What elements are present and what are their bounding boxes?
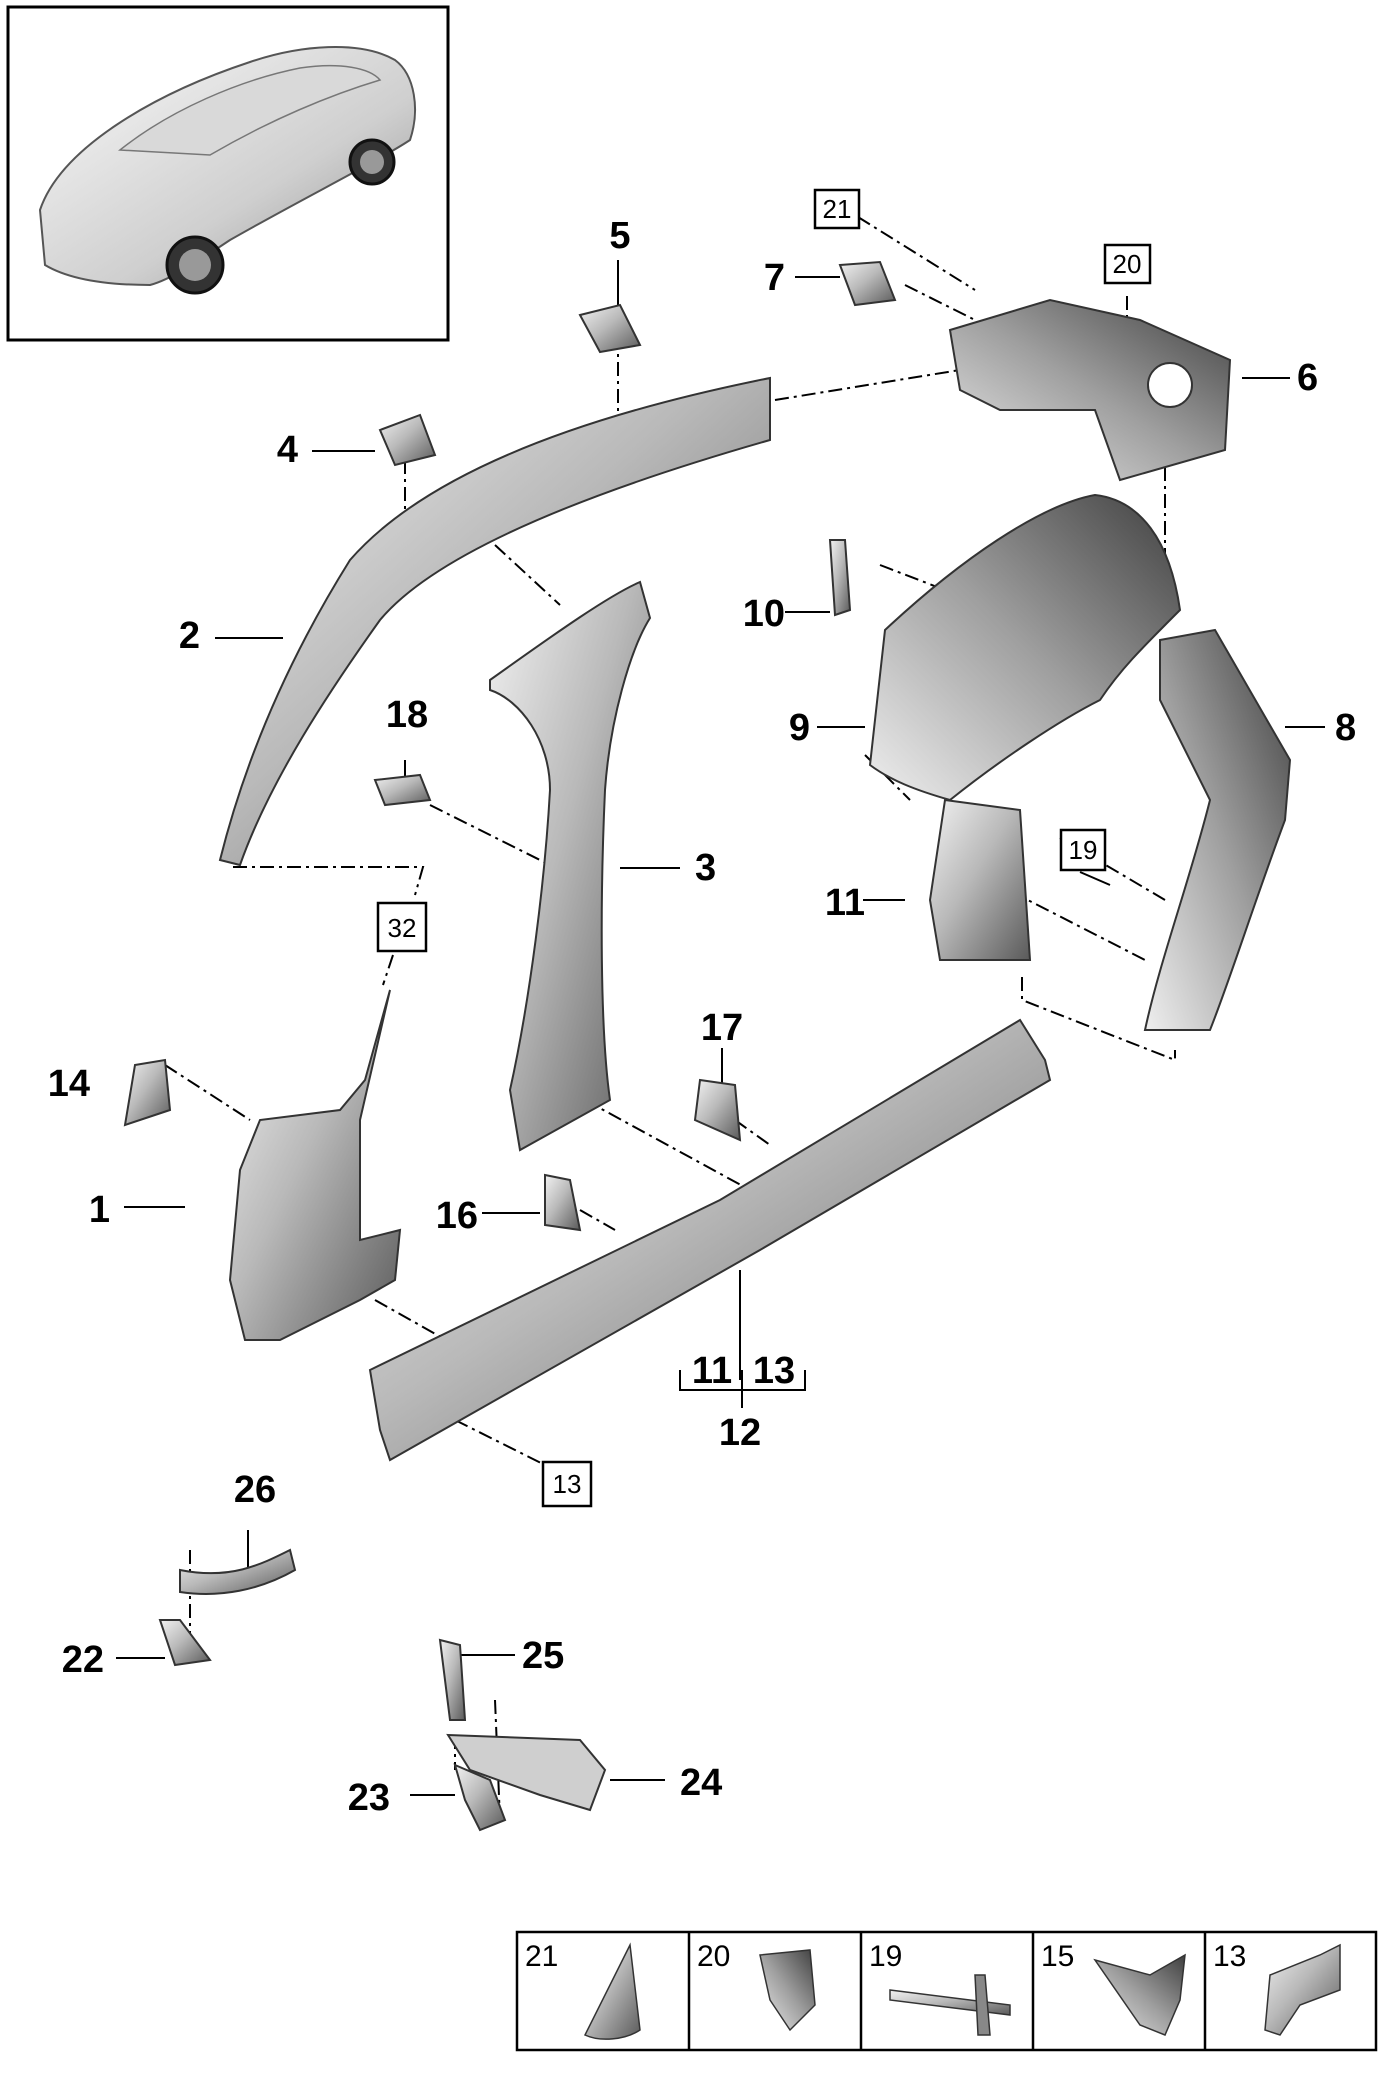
svg-text:13: 13 — [1213, 1940, 1246, 1973]
legend-cell-19: 19 — [869, 1940, 1011, 2036]
callout-23: 23 — [348, 1777, 390, 1819]
part-12-sill — [368, 1018, 1052, 1462]
ref-box-13: 13 — [541, 1460, 593, 1508]
legend-cell-20: 20 — [697, 1940, 816, 2032]
legend-cell-13: 13 — [1213, 1940, 1341, 2036]
part-5-bracket — [578, 303, 642, 354]
callout-11-group: 11 — [692, 1350, 732, 1392]
callout-18: 18 — [386, 694, 428, 736]
part-3-b-pillar — [489, 580, 652, 1152]
callout-24: 24 — [680, 1762, 722, 1804]
callout-labels: 1 2 3 4 5 6 7 8 9 10 11 11 13 12 14 16 1… — [48, 215, 1356, 1819]
svg-text:20: 20 — [697, 1940, 730, 1973]
part-26-strip — [179, 1548, 297, 1595]
part-10-strip — [828, 539, 852, 617]
callout-6: 6 — [1297, 357, 1318, 399]
callout-2: 2 — [179, 615, 200, 657]
part-1-a-pillar — [228, 989, 402, 1341]
part-16-bracket — [544, 1173, 582, 1232]
part-7-bracket — [838, 260, 897, 307]
callout-10: 10 — [743, 593, 785, 635]
svg-text:15: 15 — [1041, 1940, 1074, 1973]
ref-box-19: 19 — [1059, 828, 1107, 872]
ref-box-32: 32 — [376, 901, 428, 953]
callout-9: 9 — [789, 707, 810, 749]
part-18-bracket — [373, 773, 432, 807]
part-9-wheel-arch — [868, 493, 1182, 802]
callout-1: 1 — [89, 1189, 110, 1231]
part-22-bracket — [158, 1619, 212, 1667]
ref-box-20: 20 — [1103, 243, 1152, 285]
callout-26: 26 — [234, 1469, 276, 1511]
callout-3: 3 — [695, 847, 716, 889]
part-4-bracket — [378, 413, 437, 467]
part-25-strip — [438, 1638, 467, 1721]
callout-4: 4 — [277, 429, 298, 471]
part-11-inner-panel — [928, 798, 1032, 961]
callout-25: 25 — [522, 1635, 564, 1677]
svg-text:32: 32 — [388, 913, 417, 943]
callout-12: 12 — [719, 1412, 761, 1454]
part-17-bracket — [693, 1078, 742, 1142]
legend-table: 21 20 19 15 13 — [515, 1930, 1378, 2052]
svg-text:20: 20 — [1113, 249, 1142, 279]
svg-text:21: 21 — [823, 194, 852, 224]
car-thumbnail — [6, 5, 450, 342]
callout-7: 7 — [764, 257, 785, 299]
svg-text:19: 19 — [1069, 835, 1098, 865]
callout-17: 17 — [701, 1007, 743, 1049]
part-23-bracket — [453, 1763, 507, 1832]
callout-16: 16 — [436, 1195, 478, 1237]
part-24-crossmember — [446, 1733, 607, 1812]
svg-text:19: 19 — [869, 1940, 902, 1973]
callout-8: 8 — [1335, 707, 1356, 749]
legend-cell-15: 15 — [1041, 1940, 1186, 2036]
part-2-roof-frame — [218, 376, 771, 867]
part-6-rear-frame — [948, 298, 1232, 482]
part-14-bracket — [123, 1058, 172, 1127]
ref-box-21: 21 — [813, 188, 861, 230]
callout-13-group: 13 — [753, 1350, 795, 1392]
legend-cell-21: 21 — [525, 1940, 641, 2040]
svg-text:21: 21 — [525, 1940, 558, 1973]
callout-22: 22 — [62, 1639, 104, 1681]
part-8-c-pillar — [1143, 628, 1292, 1031]
svg-text:13: 13 — [553, 1469, 582, 1499]
callout-14: 14 — [48, 1063, 90, 1105]
callout-11: 11 — [825, 882, 865, 924]
callout-5: 5 — [609, 215, 630, 257]
